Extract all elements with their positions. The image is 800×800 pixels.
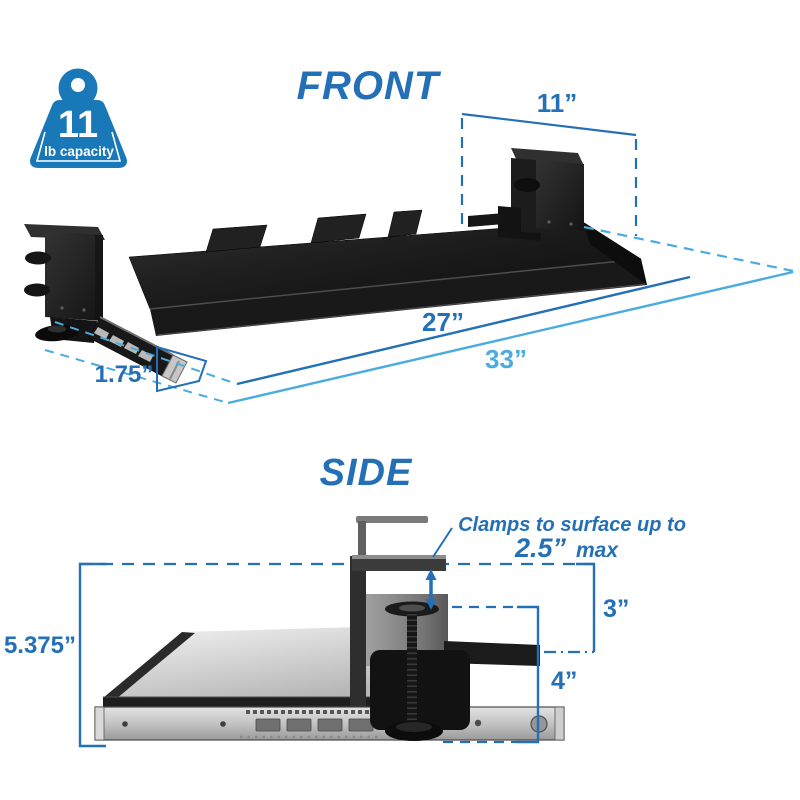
left-clamp-knob-sheen <box>48 325 66 333</box>
dim-label-175: 1.75” <box>95 361 154 388</box>
clamp-rod-post <box>358 521 366 559</box>
dim-27-line <box>236 275 691 386</box>
rail-bar <box>94 706 565 741</box>
left-clamp-front <box>24 224 105 343</box>
front-view: 11 lb capacity FRONT <box>24 64 794 405</box>
weight-capacity-icon: 11 lb capacity <box>29 68 128 168</box>
rail-slot <box>94 327 109 339</box>
keyboard-stop-tab <box>387 209 423 238</box>
note-value: 2.5” <box>514 533 567 563</box>
rail-hole <box>122 721 128 727</box>
clamp-gap-arrow <box>425 569 437 610</box>
note-line1: Clamps to surface up to <box>458 514 686 536</box>
rail-right-cap <box>554 706 565 741</box>
dim-3-bracket <box>576 562 596 652</box>
dim-33-line <box>227 270 794 405</box>
clamp-knob-sheen <box>396 722 432 732</box>
left-clamp-hook <box>25 251 51 265</box>
clamp-side <box>350 516 540 741</box>
dim-label-27: 27” <box>422 307 464 337</box>
tray-front-skirt <box>150 259 647 336</box>
side-dimensions: 5.375” 3” 4” <box>4 562 629 748</box>
dim-label-5375: 5.375” <box>4 632 76 659</box>
dim-33-dashed-diagonal <box>583 225 794 273</box>
dim-label-3: 3” <box>603 595 629 623</box>
capacity-unit: lb capacity <box>44 144 114 159</box>
left-clamp-knob <box>35 324 79 342</box>
rail-slot <box>348 718 374 732</box>
note-suffix: max <box>576 539 619 562</box>
rail-hole <box>220 721 226 727</box>
left-clamp-body <box>45 231 103 321</box>
clamp-top-plate-highlight <box>352 555 446 559</box>
dim-label-33: 33” <box>485 344 527 374</box>
screw-dot <box>60 306 64 310</box>
tray-front-edge-highlight <box>149 258 642 310</box>
keyboard-stop-tab <box>310 213 367 244</box>
clamp-top-rod <box>356 516 428 523</box>
dim-11-line <box>461 112 637 137</box>
dim-175-box <box>156 345 208 393</box>
dim-label-11: 11” <box>537 88 578 118</box>
keyboard-stop-tab <box>205 224 268 253</box>
dim-4-bracket <box>517 605 540 744</box>
dim-27-dashed-leader <box>54 321 238 385</box>
right-clamp-front <box>498 148 584 241</box>
screw-dot <box>82 308 86 312</box>
front-dimensions: 11” 27” 33” 1.75” <box>44 88 794 405</box>
rail-slot <box>138 350 153 362</box>
right-clamp-body <box>536 160 584 231</box>
rail-slot <box>255 718 281 732</box>
side-view: SIDE <box>4 452 686 748</box>
badge-body <box>29 100 128 168</box>
rail-slot <box>286 718 312 732</box>
screw-dot <box>569 222 573 226</box>
rail-slot <box>317 718 343 732</box>
clamp-gap-arrow-up <box>425 569 437 580</box>
left-clamp-body-shade <box>95 235 103 321</box>
right-clamp-hook <box>514 178 540 192</box>
dim-5375-bracket <box>78 562 106 748</box>
front-title: FRONT <box>297 64 442 108</box>
keyboard-tray-front <box>128 209 647 336</box>
platform-left-edge <box>103 632 195 699</box>
platform-top <box>103 625 430 698</box>
slide-rail-side <box>94 706 565 741</box>
note-leader-line <box>432 527 453 558</box>
capacity-value: 11 <box>58 104 98 146</box>
clamp-left-arm <box>350 556 366 706</box>
right-clamp-lower-hook <box>498 206 541 241</box>
tray-skirt-bottom-edge <box>156 283 647 336</box>
clamp-bracket <box>370 650 470 730</box>
slide-rail-front <box>88 316 188 384</box>
badge-handle-hole <box>71 78 85 92</box>
tray-right-skirt <box>583 222 647 285</box>
side-title: SIDE <box>320 452 413 494</box>
left-clamp-hook <box>24 283 50 297</box>
rail-hole <box>474 719 482 727</box>
badge-inner-border <box>35 131 122 162</box>
clamp-gap-arrow-down <box>425 599 437 610</box>
dim-label-4: 4” <box>551 667 577 695</box>
rail-left-cap <box>94 706 105 741</box>
screw-dot <box>547 220 551 224</box>
clamp-note: Clamps to surface up to 2.5” max <box>432 514 686 563</box>
clamp-washer-center <box>399 604 425 612</box>
